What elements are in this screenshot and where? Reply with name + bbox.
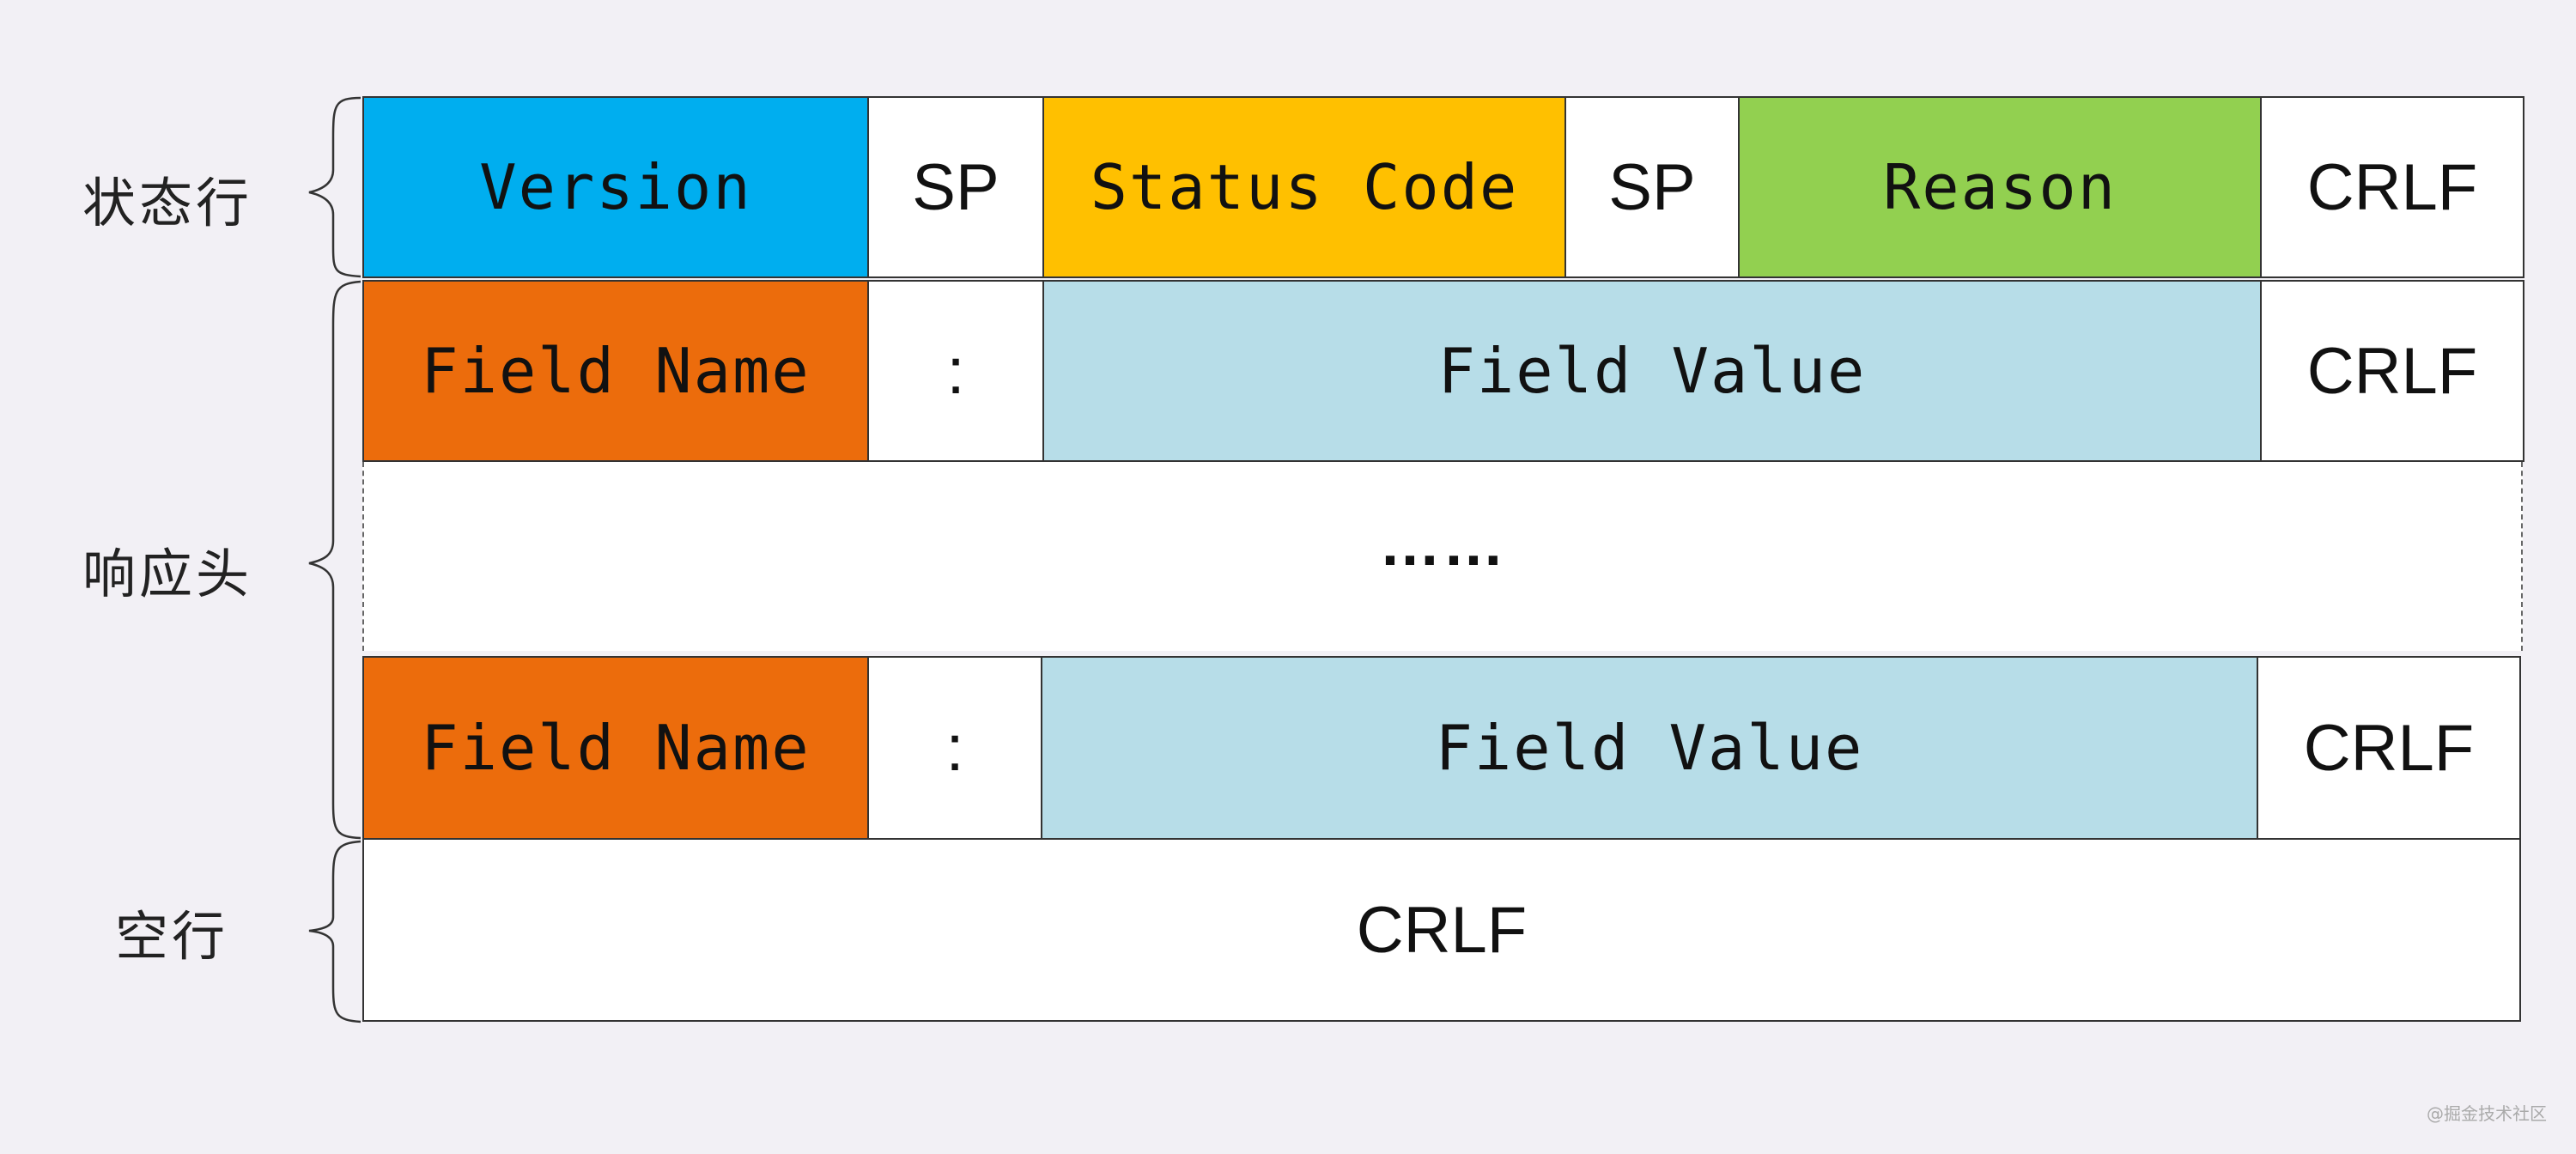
blank-line-brace [308,840,361,1023]
response-headers-label: 响应头 [82,543,253,605]
blank-line-label: 空行 [115,905,229,968]
status-crlf-cell: CRLF [2260,96,2524,278]
colon-cell-1: : [867,280,1044,462]
sp-cell-2: SP [1564,96,1740,278]
sp-cell-1: SP [867,96,1044,278]
response-headers-brace [308,280,361,840]
ellipsis: …… [1379,510,1506,579]
field-name-cell-2: Field Name [362,656,869,840]
field-name-cell-1: Field Name [362,280,869,462]
colon-cell-2: : [867,656,1042,840]
header-crlf-cell-2: CRLF [2257,656,2521,840]
blank-line-crlf-cell: CRLF [362,838,2521,1022]
watermark: @掘金技术社区 [2427,1103,2547,1124]
status-code-cell: Status Code [1042,96,1566,278]
field-value-cell-1: Field Value [1042,280,2262,462]
status-line-label: 状态行 [82,172,253,234]
header-crlf-cell-1: CRLF [2260,280,2524,462]
reason-cell: Reason [1738,96,2262,278]
ellipsis-row: …… [362,462,2523,651]
status-line-brace [308,96,361,278]
version-cell: Version [362,96,869,278]
field-value-cell-2: Field Value [1041,656,2258,840]
